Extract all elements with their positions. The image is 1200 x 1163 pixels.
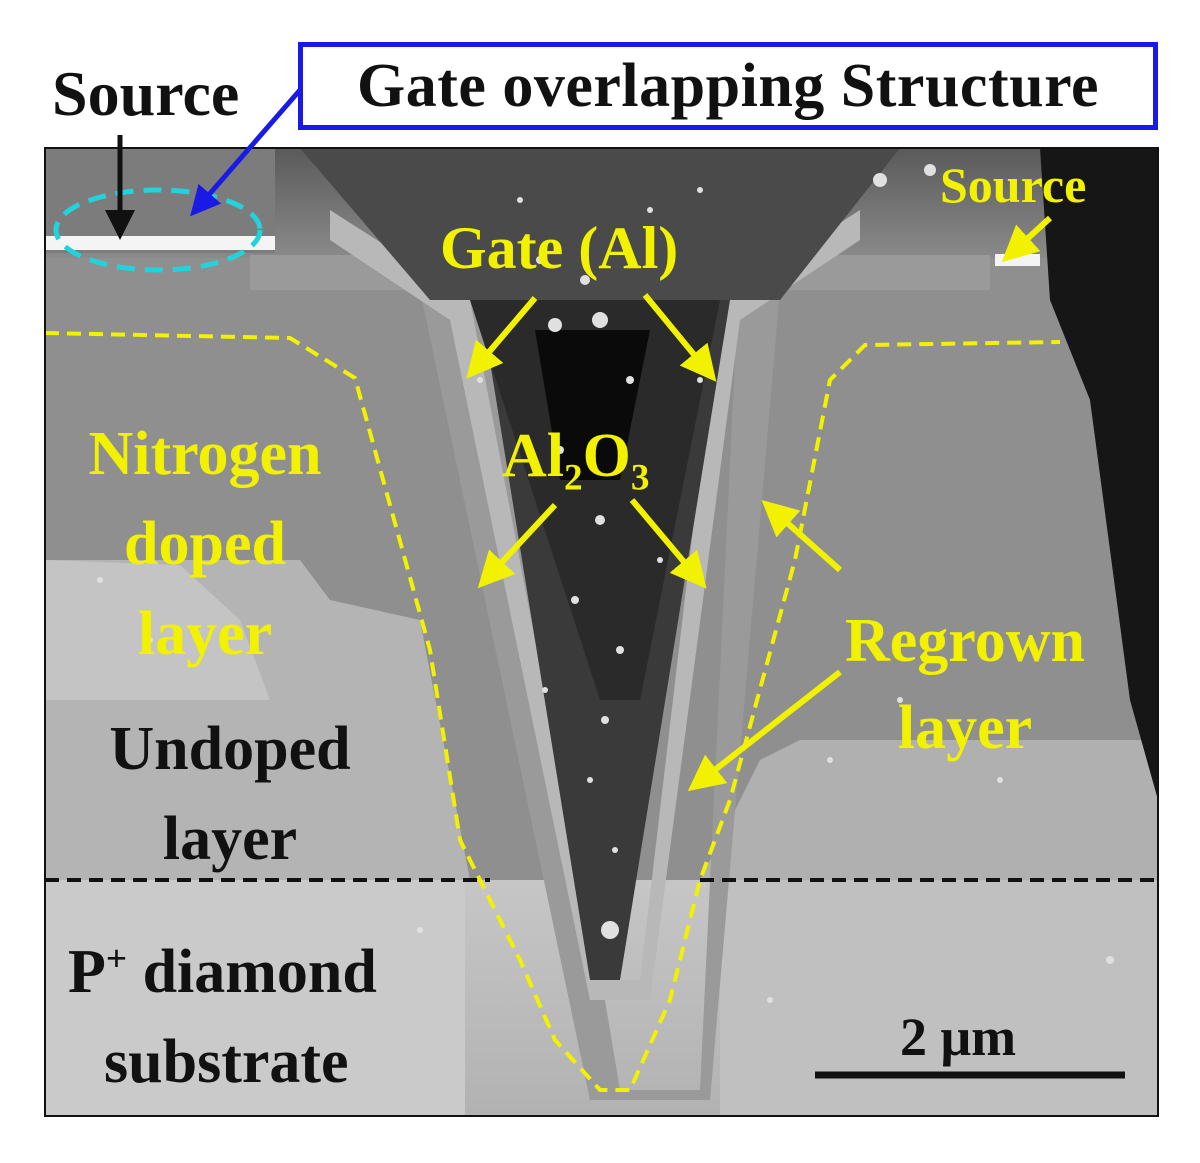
- sem-image: [45, 148, 1158, 1116]
- undoped-layer-label: Undoped layer: [80, 705, 380, 885]
- source-right-arrow: [1001, 215, 1053, 263]
- substrate-line1: P+ diamond: [68, 928, 377, 1018]
- substrate-sup: +: [105, 938, 128, 980]
- oxide-label-o: O: [582, 422, 631, 490]
- source-left-label: Source: [52, 58, 240, 129]
- scale-bar-label: 2 μm: [900, 1007, 1017, 1067]
- oxide-label-sub2: 2: [564, 457, 583, 499]
- oxide-arrow-right: [629, 498, 707, 589]
- regrown-arrow-upper: [761, 500, 842, 573]
- gate-label: Gate (Al): [440, 215, 679, 281]
- image-frame: [44, 147, 1159, 1117]
- oxide-label: Al2O3: [502, 422, 649, 496]
- regrown-arrow-lower: [687, 669, 842, 792]
- undoped-region-right: [700, 740, 1158, 880]
- nitrogen-line2: doped: [124, 509, 286, 578]
- gate-arrow-left: [466, 296, 538, 379]
- overlap-highlight-ellipse: [53, 187, 263, 273]
- oxide-label-al: Al: [502, 422, 564, 490]
- nitrogen-layer-label: Nitrogen doped layer: [55, 410, 355, 680]
- right-dark-region: [1040, 148, 1158, 800]
- source-pad-left: [45, 236, 275, 250]
- substrate-p: P: [68, 938, 106, 1006]
- regrown-layer-label: Regrown layer: [810, 598, 1120, 772]
- nitrogen-line1: Nitrogen: [88, 420, 322, 488]
- undoped-line1: Undoped: [109, 715, 351, 783]
- source-pad-right: [995, 254, 1040, 266]
- speckles: [97, 164, 1114, 1003]
- source-right-label: Source: [940, 157, 1087, 213]
- title-pointer-arrow: [190, 88, 302, 217]
- regrown-line1: Regrown: [845, 607, 1085, 675]
- substrate-label: P+ diamond substrate: [68, 928, 377, 1108]
- figure-title: Gate overlapping Structure: [356, 51, 1099, 120]
- title-box: Gate overlapping Structure: [298, 42, 1158, 130]
- nitrogen-line3: layer: [137, 599, 273, 668]
- substrate-rest: diamond: [127, 938, 377, 1006]
- oxide-label-sub3: 3: [630, 457, 650, 499]
- trench-void: [535, 330, 650, 480]
- oxide-arrow-left: [477, 502, 558, 589]
- undoped-line2: layer: [162, 804, 298, 873]
- gate-arrow-right: [642, 293, 717, 382]
- substrate-line2: substrate: [104, 1027, 349, 1096]
- regrown-boundary: [45, 331, 1061, 1092]
- regrown-line2: layer: [897, 693, 1033, 762]
